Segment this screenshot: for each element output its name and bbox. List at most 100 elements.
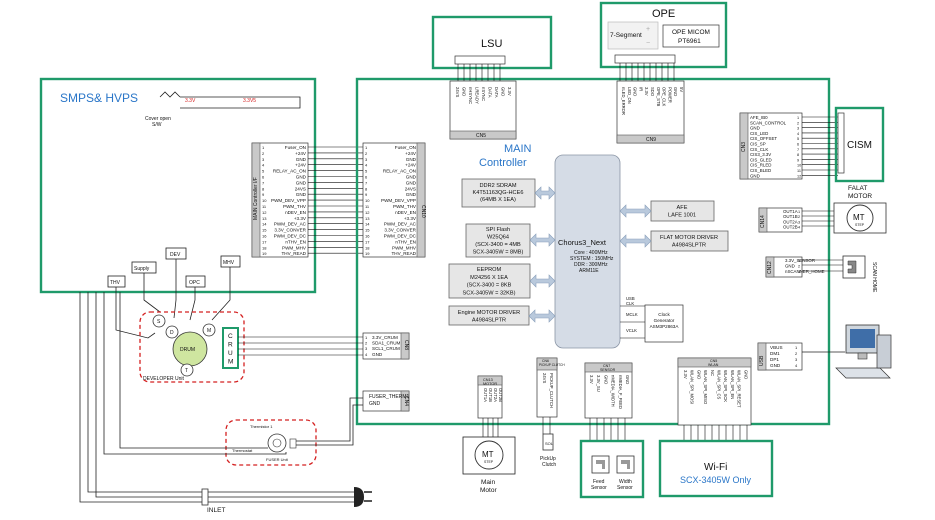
falat-pins-pin: OUT2A	[783, 219, 798, 224]
drum-label: DRUM	[180, 347, 195, 353]
main-connector	[362, 142, 426, 258]
crum-letter: C	[228, 333, 233, 340]
spi-text-line: W25Q64	[487, 235, 509, 241]
ope-pins-pin: IR	[638, 87, 643, 91]
ddr-text-line: K4T51163QG-HCE6	[473, 190, 524, 196]
usb-pins-pin-number: 3	[795, 357, 798, 362]
main-pins-pin: GND	[406, 175, 417, 180]
opc-label: OPC	[189, 280, 200, 286]
fuser-lamp-icon	[272, 438, 282, 448]
main-pins-pin-number: 3	[365, 157, 368, 162]
ope-pins-pin: OPE_STB	[656, 87, 661, 107]
mhv-wire	[211, 267, 231, 321]
cism-pins-pin: CIS_OFFSET	[750, 136, 777, 141]
fuser-pins-pin: FUSER_THERM1	[369, 394, 410, 400]
eeprom-text-line: EEPROM	[477, 267, 502, 273]
smps-pins-pin: +3.3V	[294, 216, 307, 221]
falat-pins-pin: OUT1B	[783, 214, 798, 219]
smps-pins-pin: PWM_DEV_AC	[274, 222, 307, 227]
smps-pins-pin: PWM_DEV_DC	[274, 234, 307, 239]
clock-signal-label: MCLK	[626, 312, 638, 317]
ope-seg-minus-icon: −	[646, 40, 650, 47]
transfer-roller-icon	[180, 363, 194, 377]
crum-pins-pin: 3.3V_CRUM	[372, 335, 398, 340]
lsu-connector-label: CN5	[476, 133, 486, 139]
pickup-connector-label: CN6	[542, 359, 549, 363]
crum-pins-pin-number: 4	[365, 352, 368, 357]
wlan-connector-side: WLAN	[708, 363, 719, 367]
main-pins-pin: 24VS	[405, 186, 416, 191]
main-pins-pin-number: 13	[365, 216, 370, 221]
main-pins-pin: GND	[406, 180, 417, 185]
cism-connector-label: CN3	[741, 142, 747, 152]
lsu-pins-pin: nHSYNC	[468, 87, 473, 104]
ope-pins-pin: nLED_ERROR	[621, 87, 626, 115]
wlan-pins-pin: WLAN_SPI_CS	[717, 370, 722, 400]
crum-chip-letters: CRUM	[228, 333, 233, 366]
cism-pins-pin: GND	[750, 126, 760, 131]
main-pins-pin-number: 4	[365, 163, 368, 168]
cism-pins-pin: CIS_CLK	[750, 147, 768, 152]
smps-pins-pin: nTHV_EN	[285, 239, 306, 244]
width-sensor-label-1: Width	[619, 479, 632, 485]
smps-pins-pin: GND	[296, 175, 307, 180]
chorus-arm: ARM11E	[579, 268, 599, 274]
motor-pins-pin: OUT1A	[483, 388, 488, 402]
main-title-1: MAIN	[504, 143, 532, 155]
ope-7segment-label: 7-Segment	[610, 32, 642, 39]
ope-seg-plus-icon: +	[646, 26, 650, 33]
roller-s: S	[157, 319, 161, 325]
hv-labels: THV Supply DEV OPC MHV	[107, 247, 241, 339]
cism-pins-pin-number: 8	[797, 153, 799, 157]
usb-pins-pin: DP1	[770, 357, 779, 362]
main-connector-side	[416, 142, 426, 258]
usb-pins-pin-number: 2	[795, 351, 798, 356]
lsu-pins-pin: DATA	[488, 87, 493, 98]
spi-text-line: SPI Flash	[486, 227, 510, 233]
main-motor-step: STEP	[484, 460, 494, 464]
pickup-connector-bar	[536, 357, 558, 371]
main-pins-pin-number: 12	[365, 210, 370, 215]
main-pins-pin: THV_READ	[391, 251, 416, 256]
opc-box	[185, 275, 206, 288]
feed-sensor-glyph	[596, 460, 605, 469]
fuser-thermistor-wire-1	[296, 397, 363, 442]
ope-title: OPE	[652, 8, 675, 20]
main-pins-pin-number: 2	[365, 151, 368, 156]
cism-pins-pin-number: 7	[797, 148, 799, 152]
bus-arrow	[534, 186, 556, 200]
smps-pins-pin-number: 15	[262, 228, 267, 233]
eeprom-text-line: M24256 X 1EA	[470, 275, 508, 281]
main-pins-pin: PWM_DEV_AC	[384, 222, 417, 227]
smps-pins-pin: GND	[296, 180, 307, 185]
roller-t: T	[185, 368, 188, 374]
smps-cover-switch-icon	[159, 91, 181, 98]
sensor-connector-bar	[584, 362, 633, 373]
smps-label-33v: 3.3V	[185, 98, 196, 104]
pickup-sol: SOL	[545, 441, 554, 446]
bus-arrow	[619, 234, 652, 248]
mhv-roller-icon	[202, 323, 216, 337]
fuser-connector-label: CN4	[403, 396, 409, 406]
crum-letter: U	[228, 350, 233, 357]
smps-pins-pin: nDEV_EN	[285, 210, 306, 215]
cism-pins-pin: GND	[750, 173, 760, 178]
cism-pins-pin-number: 12	[797, 174, 801, 178]
spi-text-line: (SCX-3400 = 4MB	[475, 242, 521, 248]
bus-arrows	[528, 186, 652, 323]
smps-pins-pin-number: 13	[262, 216, 267, 221]
main-pins-pin-number: 7	[365, 180, 368, 185]
falat-step: STEP	[855, 223, 865, 227]
main-title-2: Controller	[479, 157, 527, 169]
crum-pins-pin-number: 2	[365, 341, 368, 346]
main-pins-pin-number: 6	[365, 175, 368, 180]
ac-plug-icon	[354, 487, 372, 507]
inlet-connector-icon	[201, 488, 209, 506]
bus-arrow	[528, 309, 556, 323]
flat-text-line: A4984SLPTR	[672, 243, 706, 249]
main-motor-label-2: Motor	[480, 487, 497, 494]
smps-pins-pin: PWM_DEV_VPP	[271, 198, 306, 203]
